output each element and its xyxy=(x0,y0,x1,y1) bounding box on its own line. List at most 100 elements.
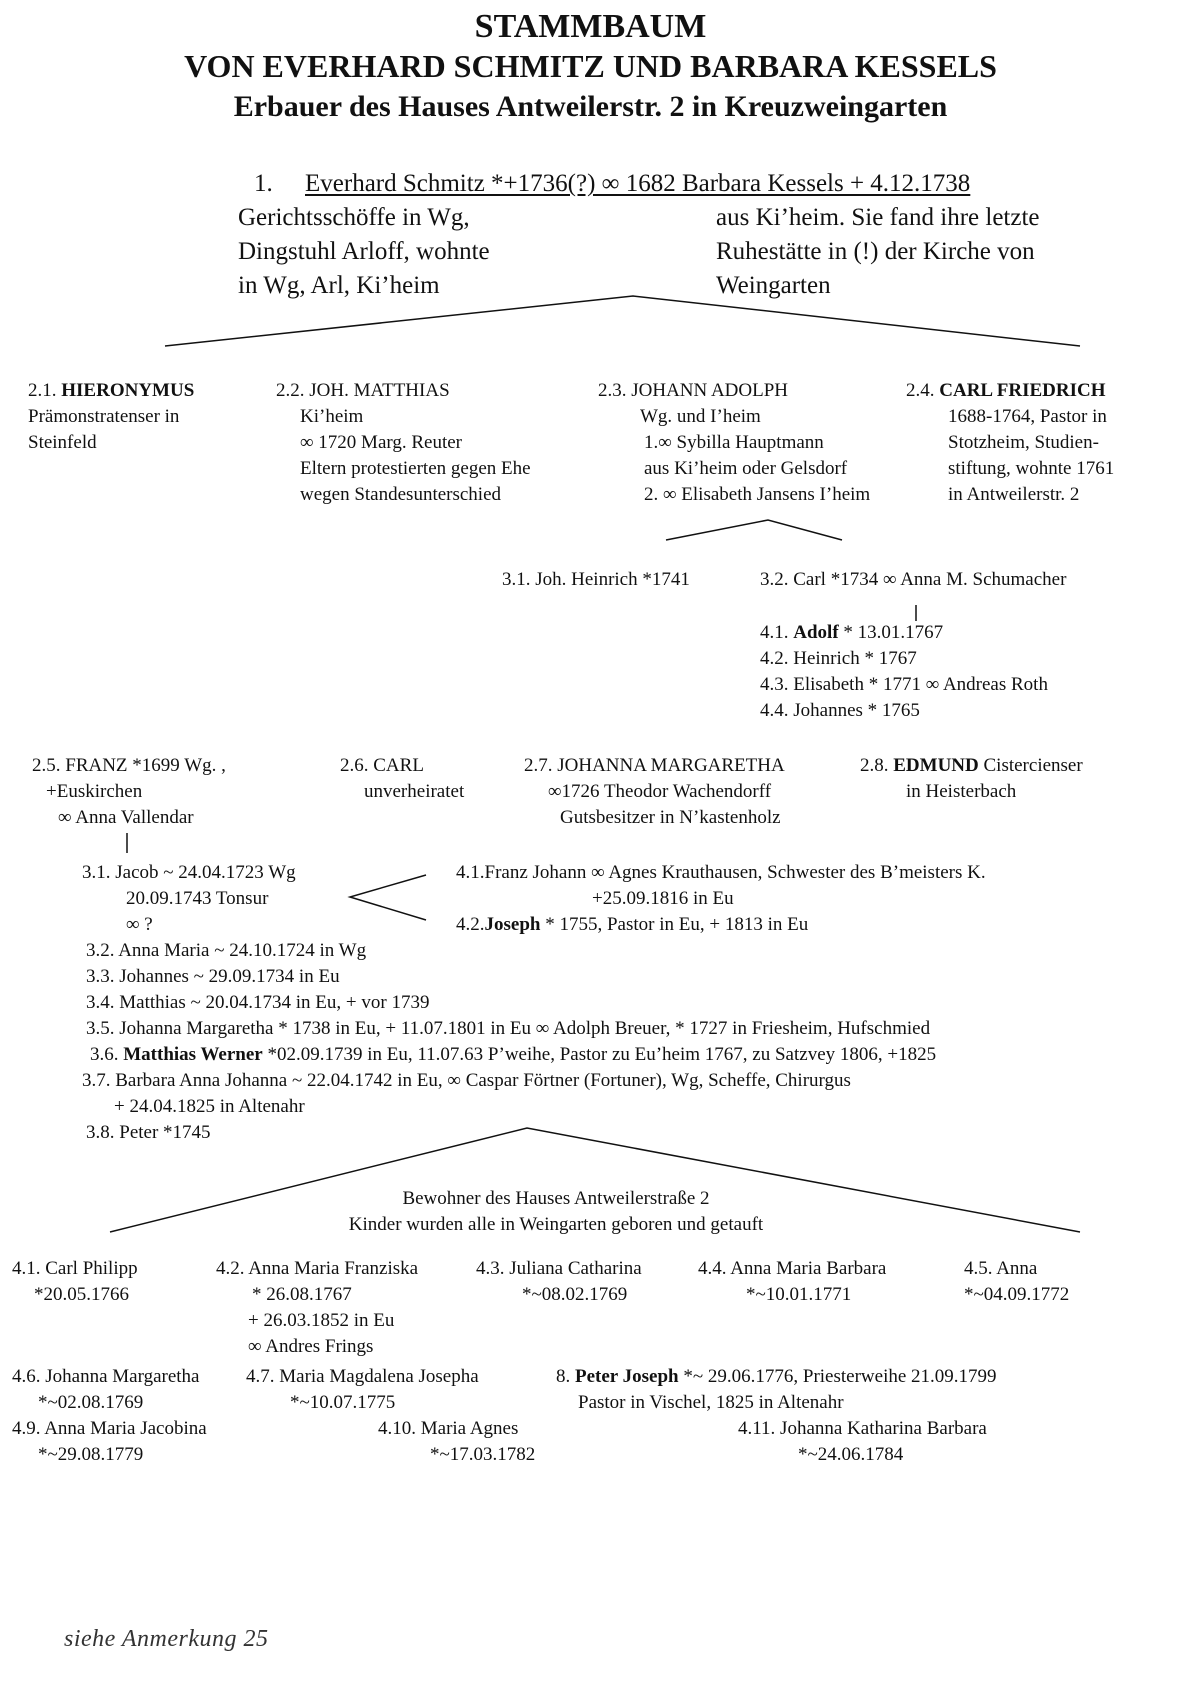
person-detail: ∞1726 Theodor Wachendorff xyxy=(548,781,772,802)
person-detail: ∞ ? xyxy=(126,914,153,935)
person-detail: in Antweilerstr. 2 xyxy=(948,484,1080,505)
person-detail: 3.3. Johannes ~ 29.09.1734 in Eu xyxy=(86,966,340,987)
person-detail: Pastor in Vischel, 1825 in Altenahr xyxy=(578,1392,844,1413)
person-detail: *~10.07.1775 xyxy=(290,1392,396,1413)
person-head: 2.6. CARL xyxy=(340,755,424,776)
person-num: 2.1. xyxy=(28,380,57,401)
person-4-6-johanna-margaretha: 4.6. Johanna Margaretha *~02.08.1769 xyxy=(12,1364,199,1416)
person-detail: Steinfeld xyxy=(28,432,97,453)
person-detail: Ki’heim xyxy=(300,406,364,427)
person-num: 4.1. xyxy=(760,622,789,643)
person-4-3-juliana: 4.3. Juliana Catharina *~08.02.1769 xyxy=(476,1256,642,1308)
person-num: 2.2. xyxy=(276,380,305,401)
person-detail: stiftung, wohnte 1761 xyxy=(948,458,1115,479)
person-name: 4.4. Anna Maria Barbara xyxy=(698,1258,887,1279)
person-detail: 3.5. Johanna Margaretha * 1738 in Eu, + … xyxy=(86,1018,931,1039)
person-2-3: 2.3. JOHANN ADOLPH Wg. und I’heim 1.∞ Sy… xyxy=(598,378,870,508)
person-4-1-franz-johann: 4.1.Franz Johann ∞ Agnes Krauthausen, Sc… xyxy=(456,862,986,883)
person-detail: in Heisterbach xyxy=(906,781,1017,802)
person-detail: *~04.09.1772 xyxy=(964,1284,1070,1305)
connector-house xyxy=(109,1127,1081,1233)
person-num: 2.3. xyxy=(598,380,627,401)
person-num: 8. xyxy=(556,1366,571,1387)
person-2-6: 2.6. CARL unverheiratet xyxy=(340,753,464,805)
person-detail: 1.∞ Sybilla Hauptmann xyxy=(644,432,824,453)
person-detail: *~02.08.1769 xyxy=(38,1392,144,1413)
person-4-2-joseph: 4.2.Joseph * 1755, Pastor in Eu, + 1813 … xyxy=(456,912,808,938)
person-detail: *20.05.1766 xyxy=(34,1284,129,1305)
house-note: Bewohner des Hauses Antweilerstraße 2 Ki… xyxy=(286,1186,826,1238)
person-detail: *~29.08.1779 xyxy=(38,1444,144,1465)
person-detail: Elisabeth * 1771 ∞ Andreas Roth xyxy=(793,674,1048,695)
person-detail: Wg. und I’heim xyxy=(640,406,761,427)
gen1-right-line: aus Ki’heim. Sie fand ihre letzte xyxy=(716,204,1040,231)
person-4-2-anna-maria-franziska: 4.2. Anna Maria Franziska * 26.08.1767 +… xyxy=(216,1256,418,1360)
person-detail: Cistercienser xyxy=(978,755,1083,776)
person-detail: *~10.01.1771 xyxy=(746,1284,852,1305)
person-head: 2.5. FRANZ *1699 Wg. , xyxy=(32,755,226,776)
person-name: 4.10. Maria Agnes xyxy=(378,1418,519,1439)
person-2-2: 2.2. JOH. MATTHIAS Ki’heim ∞ 1720 Marg. … xyxy=(276,378,531,508)
person-detail: *~08.02.1769 xyxy=(522,1284,628,1305)
person-4-1-death: +25.09.1816 in Eu xyxy=(592,888,734,909)
person-detail: Johannes * 1765 xyxy=(793,700,920,721)
person-detail: 1688-1764, Pastor in xyxy=(948,406,1107,427)
person-name: 4.9. Anna Maria Jacobina xyxy=(12,1418,207,1439)
person-8-peter-joseph: 8. Peter Joseph *~ 29.06.1776, Priesterw… xyxy=(556,1364,997,1416)
person-3-8-peter: 3.8. Peter *1745 xyxy=(86,1122,211,1143)
connector-gen1 xyxy=(164,295,1081,347)
person-detail: * 1755, Pastor in Eu, + 1813 in Eu xyxy=(540,914,809,935)
person-3-1-jacob: 3.1. Jacob ~ 24.04.1723 Wg 20.09.1743 To… xyxy=(82,860,296,938)
footnote-reference: siehe Anmerkung 25 xyxy=(64,1626,269,1652)
person-detail: * 26.08.1767 xyxy=(252,1284,352,1305)
house-note-line: Kinder wurden alle in Weingarten geboren… xyxy=(348,1214,764,1235)
person-name: 4.7. Maria Magdalena Josepha xyxy=(246,1366,479,1387)
person-detail: *~24.06.1784 xyxy=(798,1444,904,1465)
person-3-7-barbara: 3.7. Barbara Anna Johanna ~ 22.04.1742 i… xyxy=(82,1068,851,1120)
person-detail: + 26.03.1852 in Eu xyxy=(248,1310,395,1331)
person-name: Peter Joseph xyxy=(575,1366,679,1387)
person-2-5: 2.5. FRANZ *1699 Wg. , +Euskirchen ∞ Ann… xyxy=(32,753,226,831)
person-detail: * 13.01.1767 xyxy=(838,622,944,643)
person-name: 4.3. Juliana Catharina xyxy=(476,1258,642,1279)
person-detail: + 24.04.1825 in Altenahr xyxy=(114,1096,305,1117)
person-3-6-werner: 3.6. Matthias Werner *02.09.1739 in Eu, … xyxy=(90,1042,936,1068)
person-detail: *02.09.1739 in Eu, 11.07.63 P’weihe, Pas… xyxy=(262,1044,937,1065)
person-detail: 3.2. Anna Maria ~ 24.10.1724 in Wg xyxy=(86,940,367,961)
gen1-right-line: Ruhestätte in (!) der Kirche von xyxy=(716,238,1035,265)
gen1-left-line: Dingstuhl Arloff, wohnte xyxy=(238,238,490,265)
person-name: EDMUND xyxy=(893,755,979,776)
person-detail: 3.4. Matthias ~ 20.04.1734 in Eu, + vor … xyxy=(86,992,430,1013)
person-detail: unverheiratet xyxy=(364,781,465,802)
person-detail: Stotzheim, Studien- xyxy=(948,432,1099,453)
gen1-left-line: in Wg, Arl, Ki’heim xyxy=(238,272,440,299)
person-name: 4.6. Johanna Margaretha xyxy=(12,1366,200,1387)
gen1-left: Gerichtsschöffe in Wg, Dingstuhl Arloff,… xyxy=(238,201,490,303)
franz-other-children: 3.2. Anna Maria ~ 24.10.1724 in Wg 3.3. … xyxy=(86,938,930,1042)
person-name: Adolf xyxy=(793,622,839,643)
person-4-10-maria-agnes: 4.10. Maria Agnes *~17.03.1782 xyxy=(378,1416,535,1468)
person-num: 4.4. xyxy=(760,700,789,721)
person-detail: Eltern protestierten gegen Ehe xyxy=(300,458,531,479)
connector-adolph xyxy=(665,519,843,541)
person-3-1-adolph: 3.1. Joh. Heinrich *1741 xyxy=(502,569,690,590)
person-4-7-maria-magdalena: 4.7. Maria Magdalena Josepha *~10.07.177… xyxy=(246,1364,479,1416)
person-name: JOH. MATTHIAS xyxy=(309,380,450,401)
person-detail: *~17.03.1782 xyxy=(430,1444,536,1465)
person-4-1-carl-philipp: 4.1. Carl Philipp *20.05.1766 xyxy=(12,1256,138,1308)
carl-children: 4.1. Adolf * 13.01.1767 4.2. Heinrich * … xyxy=(760,620,1048,724)
gen1-number: 1. xyxy=(254,170,273,197)
person-name: Joseph xyxy=(484,914,541,935)
person-detail: ∞ Andres Frings xyxy=(248,1336,374,1357)
person-detail: ∞ Anna Vallendar xyxy=(58,807,194,828)
person-detail: ∞ 1720 Marg. Reuter xyxy=(300,432,463,453)
person-num: 4.2. xyxy=(760,648,789,669)
person-num: 4.2. xyxy=(456,914,485,935)
person-detail: *~ 29.06.1776, Priesterweihe 21.09.1799 xyxy=(678,1366,997,1387)
person-name: 4.2. Anna Maria Franziska xyxy=(216,1258,419,1279)
person-4-5-anna: 4.5. Anna *~04.09.1772 xyxy=(964,1256,1069,1308)
person-2-8: 2.8. EDMUND Cistercienser in Heisterbach xyxy=(860,753,1083,805)
gen1-right: aus Ki’heim. Sie fand ihre letzte Ruhest… xyxy=(716,201,1040,303)
person-detail: 3.7. Barbara Anna Johanna ~ 22.04.1742 i… xyxy=(82,1070,851,1091)
